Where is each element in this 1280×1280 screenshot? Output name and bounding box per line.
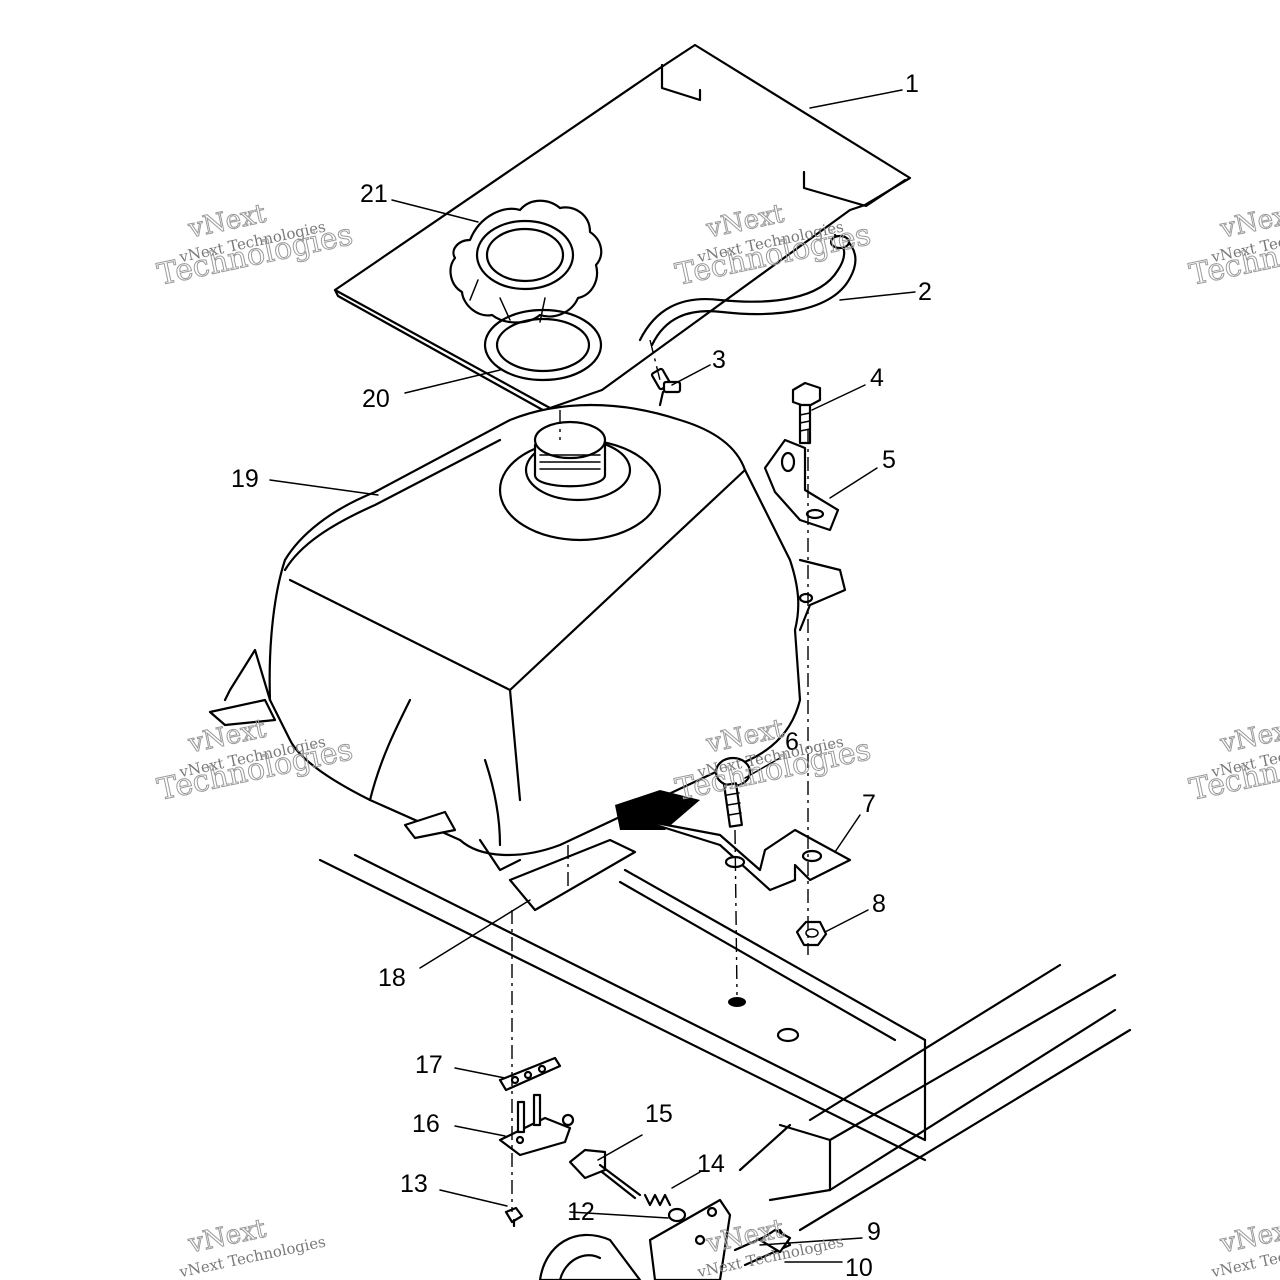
- callout-6: 6: [785, 728, 799, 756]
- callout-4: 4: [870, 364, 884, 392]
- watermark: vNext vNext Technologies: [1209, 1213, 1280, 1280]
- part-2-vent-hose: [638, 233, 857, 347]
- watermark: vNext vNext Technologies Technologies: [154, 198, 356, 293]
- callout-10: 10: [845, 1254, 873, 1280]
- callout-16: 16: [412, 1110, 440, 1138]
- watermark: vNext vNext Technologies Technologies: [1186, 198, 1280, 293]
- callout-19: 19: [231, 465, 259, 493]
- part-16-fuel-valve: [498, 1093, 575, 1157]
- part-8-nut: [795, 920, 828, 947]
- callout-21: 21: [360, 180, 388, 208]
- watermark: vNext vNext Technologies: [177, 1213, 327, 1280]
- part-15-valve-stem: [568, 1148, 642, 1200]
- part-6-bolt: [714, 756, 752, 828]
- callout-2: 2: [918, 278, 932, 306]
- part-12-washer: [667, 1207, 687, 1223]
- frame-rails: [318, 853, 1132, 1232]
- callout-14: 14: [697, 1150, 725, 1178]
- part-5-bracket: [763, 438, 840, 532]
- callout-9: 9: [867, 1218, 881, 1246]
- callout-7: 7: [862, 790, 876, 818]
- callout-1: 1: [905, 70, 919, 98]
- part-4-bolt: [791, 381, 822, 445]
- part-21-fuel-cap: [449, 199, 603, 324]
- part-1-tank-pad: [333, 43, 912, 416]
- part-14-spring: [643, 1193, 672, 1207]
- center-lines: [511, 339, 809, 1212]
- callout-20: 20: [362, 385, 390, 413]
- part-18-pad-strip: [508, 838, 637, 912]
- lower-assembly: [538, 1198, 792, 1280]
- callout-18: 18: [378, 964, 406, 992]
- callout-15: 15: [645, 1100, 673, 1128]
- part-7-bracket: [638, 818, 852, 892]
- part-3-vent-fitting: [650, 367, 682, 407]
- callout-12: 12: [567, 1198, 595, 1226]
- callouts: 1 2 3 4 5 6 7 8 9 10 12 13 14 15 16 17 1…: [231, 70, 932, 1280]
- callout-8: 8: [872, 890, 886, 918]
- part-20-cap-gasket: [483, 308, 603, 382]
- watermark: vNext vNext Technologies Technologies: [1186, 713, 1280, 808]
- leader-lines: [269, 89, 916, 1263]
- part-17-mounting-plate: [498, 1056, 562, 1092]
- part-19-fuel-tank: [208, 403, 847, 872]
- callout-17: 17: [415, 1051, 443, 1079]
- callout-3: 3: [712, 346, 726, 374]
- frame-holes: [728, 997, 800, 1043]
- part-13-screw: [504, 1206, 524, 1228]
- callout-5: 5: [882, 446, 896, 474]
- callout-13: 13: [400, 1170, 428, 1198]
